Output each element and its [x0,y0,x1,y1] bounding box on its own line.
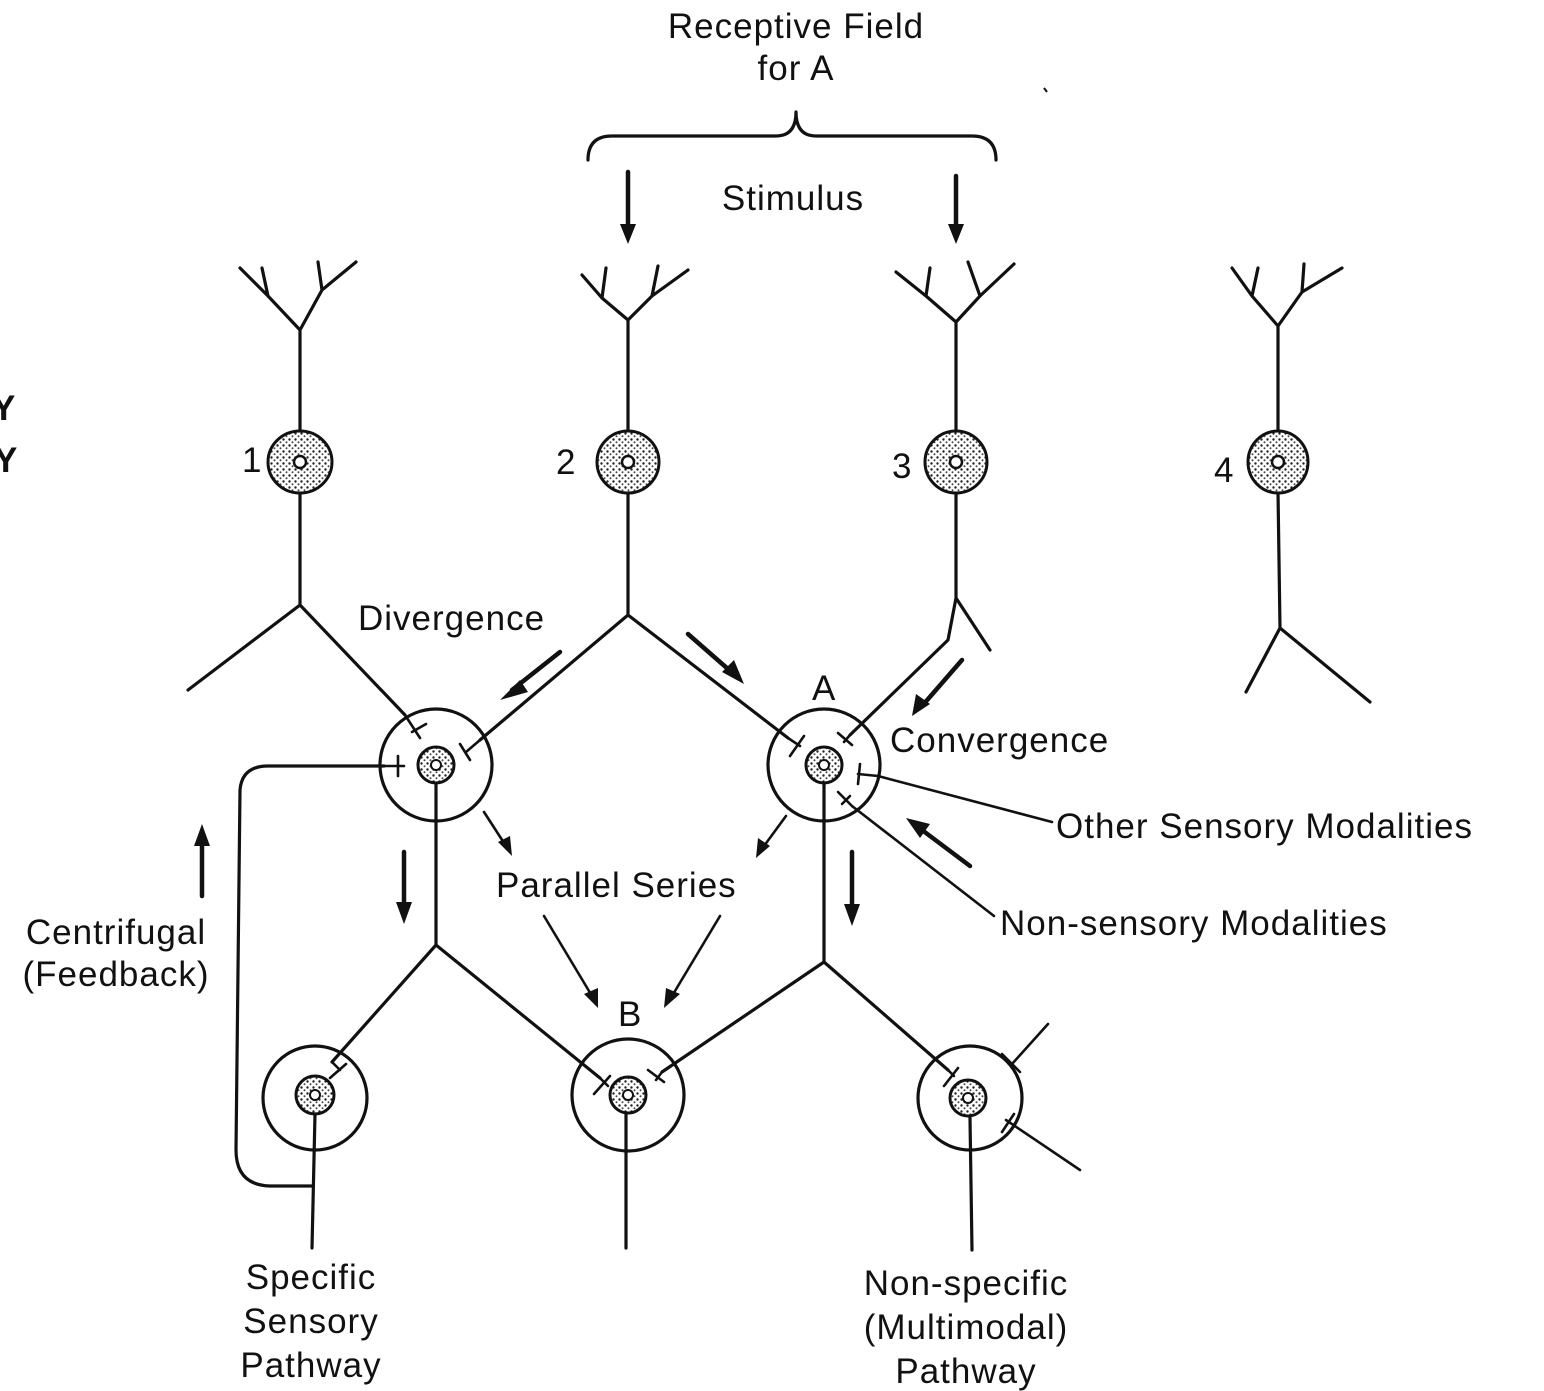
edge-glyph-2: Y [0,441,19,480]
down-arrow-right [844,849,860,926]
output-cell-right [916,1022,1082,1252]
nonspecific-pathway-label: Non-specific (Multimodal) Pathway [863,1264,1069,1391]
receptor-neuron-1 [186,260,407,717]
specific-pathway-label: Specific Sensory Pathway [240,1258,382,1385]
receptor-neuron-4 [1230,262,1372,704]
output-cell-left [261,1044,369,1250]
modalities-arrow [906,818,973,869]
relay-cell-left [330,707,602,1080]
feedback-arrow-up [194,824,210,899]
cell-a [660,707,1054,1074]
stray-mark [1043,87,1048,93]
parallel-series-label: Parallel Series [496,866,737,905]
down-arrow-left [396,849,412,924]
edge-glyph-1: Y [0,389,17,428]
cell-b [570,1037,686,1250]
feedback-loop [234,764,386,1188]
receptive-field-bracket [586,110,998,162]
stimulus-arrow-right [948,173,964,244]
other-sensory-label: Other Sensory Modalities [1056,807,1473,846]
divergence-label: Divergence [358,599,546,638]
neuron-number-2: 2 [556,443,577,482]
neuron-number-4: 4 [1214,451,1235,490]
non-sensory-label: Non-sensory Modalities [1000,904,1388,943]
neuron-number-3: 3 [892,447,913,486]
receptor-neuron-3 [848,260,1016,737]
cell-b-label: B [618,995,643,1034]
stimulus-arrow-left [620,169,636,244]
receptive-field-label: Receptive Field for A [667,7,925,88]
centrifugal-label: Centrifugal (Feedback) [22,913,210,994]
divergence-arrow [500,649,563,700]
receptor-neuron-2 [478,264,790,742]
convergence-arrow [912,657,965,716]
cell-a-label: A [812,669,837,708]
flow-arrow-to-a [685,631,744,684]
neuron-number-1: 1 [242,441,263,480]
convergence-label: Convergence [890,721,1110,760]
parallel-series-arrows [482,810,788,1008]
stimulus-label: Stimulus [721,179,865,218]
